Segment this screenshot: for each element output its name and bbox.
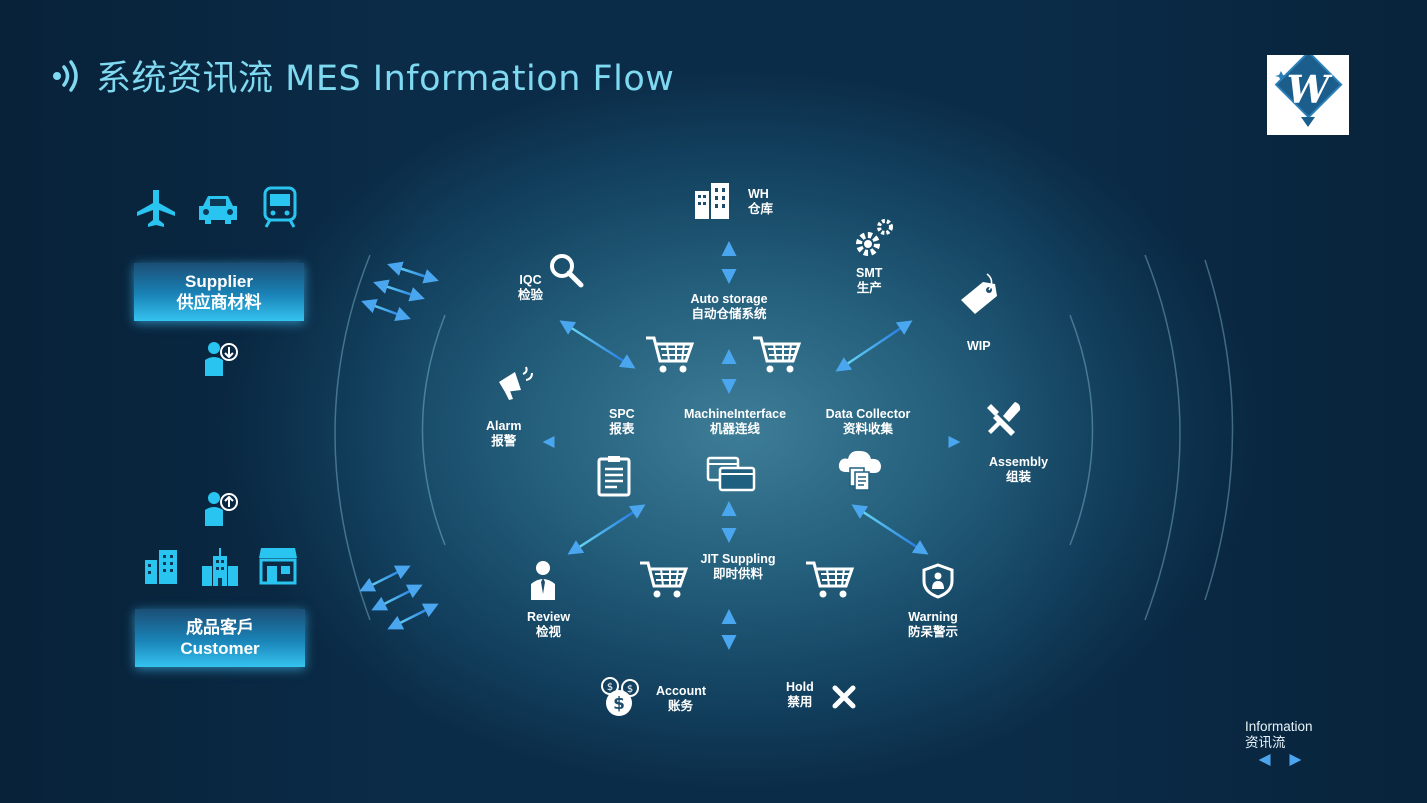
account-label-zh: 账务 bbox=[668, 699, 694, 713]
car-icon bbox=[199, 196, 237, 224]
windows-icon bbox=[706, 456, 756, 492]
jit-label-en: JIT Suppling bbox=[700, 552, 776, 566]
node-hold: Hold 禁用 bbox=[786, 680, 814, 710]
alarm-label-en: Alarm bbox=[486, 419, 522, 433]
supplier-box: Supplier 供应商材料 bbox=[134, 263, 304, 321]
review-label-en: Review bbox=[527, 610, 571, 624]
supplier-label-en: Supplier bbox=[184, 272, 253, 291]
machine-interface-label-zh: 机器连线 bbox=[709, 422, 760, 436]
wip-label-en: WIP bbox=[967, 339, 991, 353]
auto-storage-label-en: Auto storage bbox=[690, 292, 768, 306]
city-icon bbox=[145, 550, 177, 584]
customer-box: 成品客戶 Customer bbox=[135, 609, 305, 667]
legend-label-en: Information bbox=[1245, 719, 1313, 734]
legend: Information 资讯流 bbox=[1245, 719, 1313, 751]
supplier-label-zh: 供应商材料 bbox=[176, 293, 262, 312]
title-text: 系统资讯流 MES Information Flow bbox=[96, 59, 675, 99]
smt-label-zh: 生产 bbox=[856, 281, 882, 295]
node-auto-storage: Auto storage 自动仓储系统 bbox=[676, 292, 782, 322]
cart-icon bbox=[753, 336, 802, 373]
customer-label-zh: 成品客戶 bbox=[186, 618, 254, 637]
node-account: Account 账务 bbox=[656, 684, 706, 714]
data-collector-label-zh: 资料收集 bbox=[842, 422, 893, 436]
wifi-signal-icon bbox=[53, 59, 78, 92]
node-data-collector: Data Collector 资料收集 bbox=[822, 407, 914, 437]
assembly-label-en: Assembly bbox=[989, 455, 1049, 469]
alarm-label-zh: 报警 bbox=[491, 434, 517, 448]
svg-text:$: $ bbox=[613, 694, 625, 714]
megaphone-icon bbox=[499, 366, 533, 400]
node-iqc: IQC 检验 bbox=[518, 273, 543, 303]
svg-text:$: $ bbox=[627, 684, 633, 695]
svg-text:W: W bbox=[1287, 67, 1333, 112]
wh-label-zh: 仓库 bbox=[748, 202, 774, 216]
magnifier-icon bbox=[550, 254, 584, 288]
review-label-zh: 检视 bbox=[536, 625, 562, 639]
coins-icon: $ $ $ bbox=[601, 677, 639, 716]
building-icon bbox=[695, 183, 729, 219]
node-spc: SPC 报表 bbox=[609, 407, 635, 437]
person-up-icon bbox=[205, 492, 238, 526]
cart-icon bbox=[646, 336, 695, 373]
node-assembly: Assembly 组装 bbox=[989, 455, 1048, 485]
wh-label-en: WH bbox=[748, 187, 769, 201]
legend-label-zh: 资讯流 bbox=[1245, 735, 1286, 750]
hold-label-en: Hold bbox=[786, 680, 814, 694]
account-label-en: Account bbox=[656, 684, 706, 698]
node-wh: WH 仓库 bbox=[748, 187, 773, 217]
smt-label-en: SMT bbox=[856, 266, 883, 280]
person-down-icon bbox=[205, 342, 238, 376]
node-alarm: Alarm 报警 bbox=[486, 419, 521, 449]
node-smt: SMT 生产 bbox=[856, 266, 882, 296]
node-review: Review 检视 bbox=[527, 610, 570, 640]
review-person-icon bbox=[531, 561, 555, 600]
store-icon bbox=[259, 548, 297, 585]
spc-label-zh: 报表 bbox=[609, 422, 635, 436]
assembly-label-zh: 组装 bbox=[1006, 470, 1032, 484]
flow-arrows bbox=[359, 241, 1302, 766]
close-icon bbox=[832, 685, 856, 709]
hold-label-zh: 禁用 bbox=[787, 695, 813, 709]
node-warning: Warning 防呆警示 bbox=[908, 610, 958, 640]
office-icon bbox=[202, 548, 238, 586]
customer-label-en: Customer bbox=[180, 639, 260, 658]
cart-icon bbox=[806, 561, 855, 598]
shield-icon bbox=[922, 563, 954, 599]
train-icon bbox=[263, 186, 297, 228]
machine-interface-label-en: MachineInterface bbox=[683, 407, 787, 421]
decorative-arcs bbox=[334, 254, 1234, 621]
gears-icon bbox=[856, 219, 893, 256]
tools-icon bbox=[987, 402, 1021, 436]
iqc-label-en: IQC bbox=[519, 273, 542, 287]
cloud-docs-icon bbox=[838, 450, 881, 491]
airplane-icon bbox=[137, 190, 175, 227]
node-jit: JIT Suppling 即时供料 bbox=[686, 552, 790, 582]
spc-label-en: SPC bbox=[609, 407, 635, 421]
cart-icon bbox=[640, 561, 689, 598]
auto-storage-label-zh: 自动仓储系统 bbox=[691, 307, 767, 321]
node-machine-interface: MachineInterface 机器连线 bbox=[680, 407, 790, 437]
company-logo: W bbox=[1267, 50, 1349, 135]
iqc-label-zh: 检验 bbox=[518, 288, 544, 302]
clipboard-icon bbox=[597, 456, 631, 497]
page-title: 系统资讯流 MES Information Flow bbox=[52, 50, 674, 101]
data-collector-label-en: Data Collector bbox=[825, 407, 911, 421]
svg-text:$: $ bbox=[607, 682, 613, 693]
node-wip: WIP bbox=[967, 339, 991, 354]
tag-icon bbox=[961, 273, 997, 314]
warning-label-zh: 防呆警示 bbox=[908, 625, 959, 639]
jit-label-zh: 即时供料 bbox=[712, 567, 763, 581]
warning-label-en: Warning bbox=[908, 610, 958, 624]
